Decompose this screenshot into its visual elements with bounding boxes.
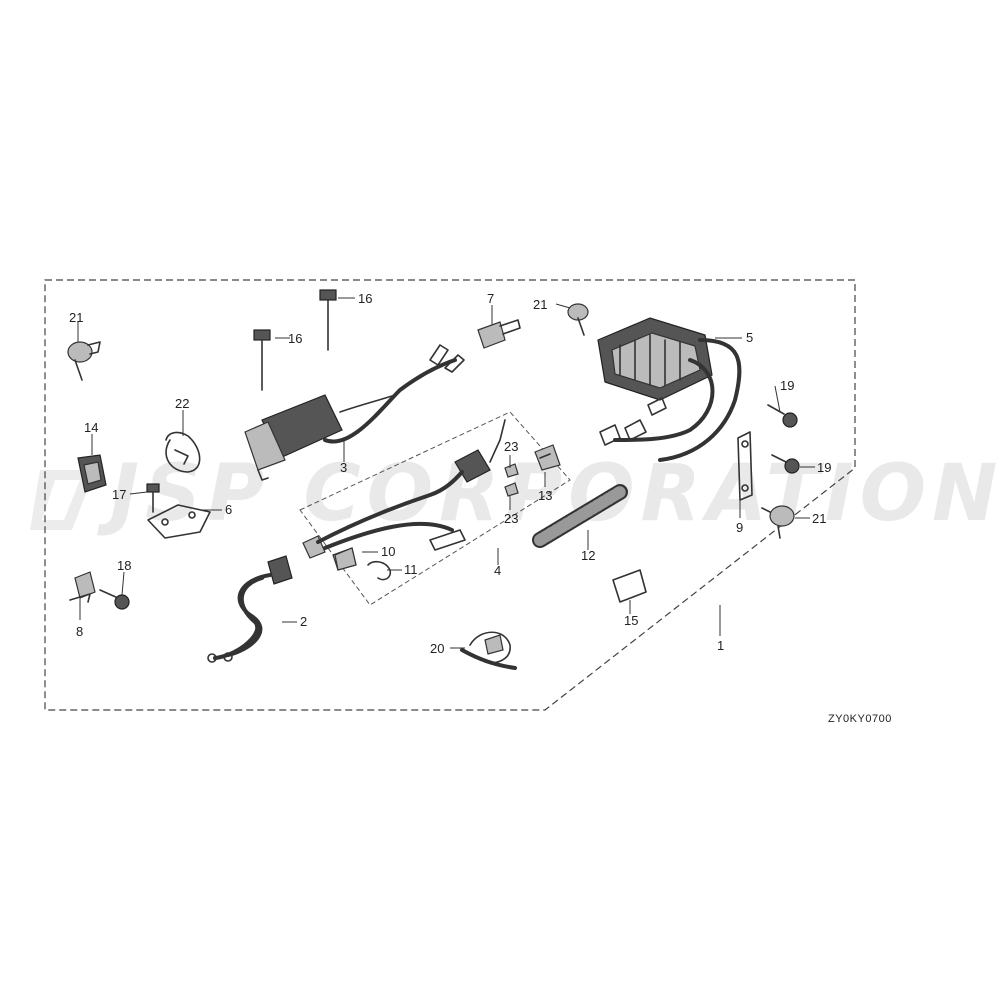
assembly-boundary (44, 279, 856, 711)
callout-6: 6 (225, 502, 232, 517)
callout-14: 14 (84, 420, 98, 435)
bolt-part-18 (99, 589, 130, 610)
clip-part-21-right (761, 505, 795, 539)
regulator-part-5 (597, 317, 742, 462)
harness-subassembly-boundary (299, 411, 571, 606)
coupler-part-13 (534, 444, 561, 471)
grommet-part-14 (77, 454, 107, 493)
label-part-15 (612, 569, 647, 603)
terminal-part-7 (477, 319, 521, 349)
bracket-part-6 (147, 504, 211, 539)
clip-part-21-top (567, 303, 589, 336)
callout-3: 3 (340, 460, 347, 475)
band-part-20 (460, 631, 517, 670)
callout-11: 11 (404, 562, 418, 577)
callout-17: 17 (112, 487, 126, 502)
stay-part-9 (737, 431, 753, 501)
callout-8: 8 (76, 624, 83, 639)
connector-part-10 (334, 547, 357, 571)
callout-5: 5 (746, 330, 753, 345)
clip-part-8 (69, 571, 96, 603)
harness-part-2 (207, 555, 293, 663)
callout-21-right: 21 (812, 511, 826, 526)
callout-19-upper: 19 (780, 378, 794, 393)
callout-13: 13 (538, 488, 552, 503)
callout-12: 12 (581, 548, 595, 563)
clip-part-21-left (67, 341, 101, 381)
callout-21-top: 21 (533, 297, 547, 312)
terminal-part-23-lower (504, 482, 519, 497)
callout-9: 9 (736, 520, 743, 535)
callout-21-left: 21 (69, 310, 83, 325)
bolt-part-16-left (253, 329, 271, 391)
leader-lines (77, 297, 815, 649)
clamp-part-11 (367, 560, 392, 581)
bolt-part-19-upper (767, 404, 798, 428)
bolt-part-16-right (319, 289, 337, 351)
callout-16-right: 16 (358, 291, 372, 306)
callout-2: 2 (300, 614, 307, 629)
callout-10: 10 (381, 544, 395, 559)
ignition-coil-part-3 (244, 344, 465, 481)
callout-16-left: 16 (288, 331, 302, 346)
callout-23-upper: 23 (504, 439, 518, 454)
tube-part-12 (532, 484, 628, 548)
band-part-22 (165, 431, 201, 473)
callout-23-lower: 23 (504, 511, 518, 526)
bolt-part-19-lower (771, 454, 800, 474)
callout-19-lower: 19 (817, 460, 831, 475)
callout-18: 18 (117, 558, 131, 573)
callout-15: 15 (624, 613, 638, 628)
callout-22: 22 (175, 396, 189, 411)
callout-20: 20 (430, 641, 444, 656)
bolt-part-17 (146, 483, 160, 513)
terminal-part-23-upper (504, 463, 519, 478)
harness-part-4 (302, 419, 506, 571)
diagram-code: ZY0KY0700 (828, 713, 892, 725)
callout-7: 7 (487, 291, 494, 306)
callout-4: 4 (494, 563, 501, 578)
callout-1: 1 (717, 638, 724, 653)
